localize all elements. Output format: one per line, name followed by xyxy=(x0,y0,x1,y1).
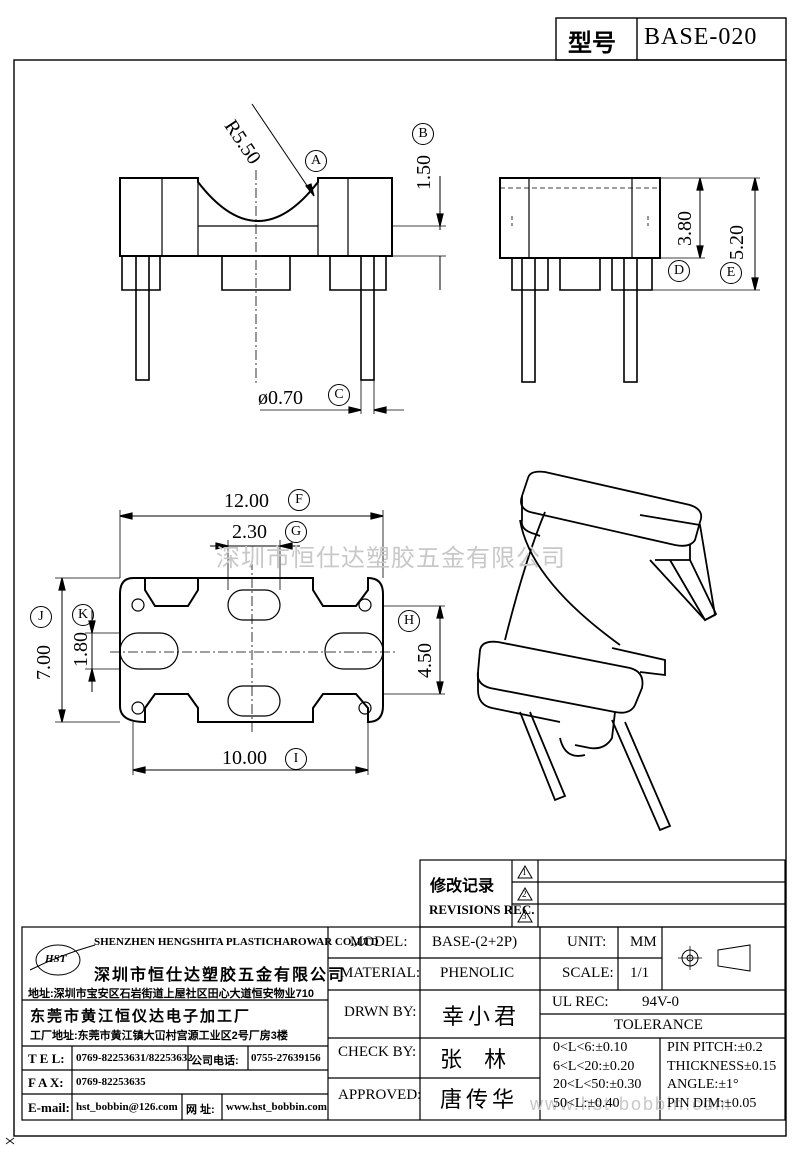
fax-label: F A X: xyxy=(28,1075,64,1090)
dim-value-d: 3.80 xyxy=(674,211,696,246)
phone-value: 0755-27639156 xyxy=(251,1052,321,1064)
tolerance-thickness: THICKNESS±0.15 xyxy=(667,1059,777,1074)
dim-value-e: 5.20 xyxy=(726,225,748,260)
dim-value-c: ø0.70 xyxy=(258,387,303,409)
spec-approved-value: 唐传华 xyxy=(440,1087,519,1112)
front-view xyxy=(119,103,446,414)
spec-drawn-value: 幸小君 xyxy=(442,1004,521,1029)
dim-value-b: 1.50 xyxy=(413,155,435,190)
model-number: BASE-020 xyxy=(644,24,758,50)
drawing-frame xyxy=(13,59,787,1137)
spec-ul-label: UL REC: xyxy=(552,994,609,1010)
dim-value-k: 1.80 xyxy=(70,632,92,667)
spec-material-label: MATERIAL: xyxy=(340,965,420,981)
revisions-label-en: REVISIONS REC. xyxy=(429,902,535,917)
spec-tolerance-label: TOLERANCE xyxy=(614,1017,703,1033)
tolerance-pin-pitch: PIN PITCH:±0.2 xyxy=(667,1040,763,1055)
top-view xyxy=(55,510,445,775)
watermark-url: www.hst-bobbin.com xyxy=(530,1094,733,1114)
spec-check-label: CHECK BY: xyxy=(338,1044,417,1060)
spec-check-value: 张 林 xyxy=(440,1047,507,1072)
dim-value-h: 4.50 xyxy=(414,643,436,678)
tolerance-range-3: 20<L<50:±0.30 xyxy=(553,1077,642,1092)
dim-label-a: A xyxy=(305,150,327,172)
dim-label-j: J xyxy=(30,606,52,628)
model-box xyxy=(555,17,787,61)
model-label: 型号 xyxy=(568,31,616,57)
dim-label-d: D xyxy=(668,260,690,282)
dim-label-e: E xyxy=(720,262,742,284)
dim-label-g: G xyxy=(285,521,307,543)
spec-material-value: PHENOLIC xyxy=(440,965,515,981)
spec-scale-label: SCALE: xyxy=(562,965,614,981)
tolerance-angle: ANGLE:±1° xyxy=(667,1077,739,1092)
factory-name: 东莞市黄江恒仪达电子加工厂 xyxy=(30,1008,252,1025)
tolerance-range-4: 50<L:±0.40 xyxy=(553,1096,620,1111)
tolerance-range-1: 0<L<6:±0.10 xyxy=(553,1040,628,1055)
spec-approved-label: APPROVED: xyxy=(338,1087,422,1103)
revision-mark-1: 1 xyxy=(522,867,527,877)
tel-value: 0769-82253631/82253632 xyxy=(76,1052,193,1064)
web-label: 网 址: xyxy=(186,1104,215,1116)
dim-label-c: C xyxy=(328,384,350,406)
fax-value: 0769-82253635 xyxy=(76,1076,146,1088)
spec-ul-value: 94V-0 xyxy=(642,994,679,1010)
tolerance-pin-dim: PIN DIM:±0.05 xyxy=(667,1096,757,1111)
phone-label: 公司电话: xyxy=(191,1055,239,1067)
spec-scale-value: 1/1 xyxy=(630,965,650,981)
company-name-cn: 深圳市恒仕达塑胶五金有限公司 xyxy=(94,967,347,984)
company-name-en: SHENZHEN HENGSHITA PLASTICHAROWAR CO.,LT… xyxy=(94,936,379,948)
dim-value-i: 10.00 xyxy=(222,747,267,769)
watermark-text: 深圳市恒仕达塑胶五金有限公司 xyxy=(216,545,566,572)
dim-value-g: 2.30 xyxy=(232,521,267,543)
factory-address: 工厂地址:东莞市黄江镇大冚村宫源工业区2号厂房3楼 xyxy=(30,1030,288,1042)
side-view xyxy=(499,177,760,383)
dim-label-b: B xyxy=(412,123,434,145)
dim-value-j: 7.00 xyxy=(33,645,55,680)
email-value: hst_bobbin@126.com xyxy=(76,1101,178,1113)
dim-label-h: H xyxy=(398,610,420,632)
web-value: www.hst_bobbin.com xyxy=(226,1101,327,1113)
revision-mark-3: 3 xyxy=(522,911,527,921)
dim-label-f: F xyxy=(288,489,310,511)
title-block-grid xyxy=(5,859,786,1145)
company-address: 地址:深圳市宝安区石岩街道上屋社区田心大道恒安物业710 xyxy=(28,988,315,1000)
dim-label-k: K xyxy=(72,604,94,626)
revisions-label-cn: 修改记录 xyxy=(430,878,495,895)
tolerance-range-2: 6<L<20:±0.20 xyxy=(553,1059,635,1074)
dim-value-f: 12.00 xyxy=(224,490,269,512)
tel-label: T E L: xyxy=(28,1051,65,1066)
spec-model-value: BASE-(2+2P) xyxy=(432,934,518,950)
email-label: E-mail: xyxy=(28,1100,70,1115)
spec-model-label: MODEL: xyxy=(350,934,408,950)
dim-label-i: I xyxy=(285,748,307,770)
spec-unit-label: UNIT: xyxy=(567,934,607,950)
company-logo: HST xyxy=(45,953,67,965)
spec-unit-value: MM xyxy=(630,934,657,950)
spec-drawn-label: DRWN BY: xyxy=(344,1004,417,1020)
isometric-view xyxy=(476,470,718,832)
revision-mark-2: 2 xyxy=(522,889,527,899)
